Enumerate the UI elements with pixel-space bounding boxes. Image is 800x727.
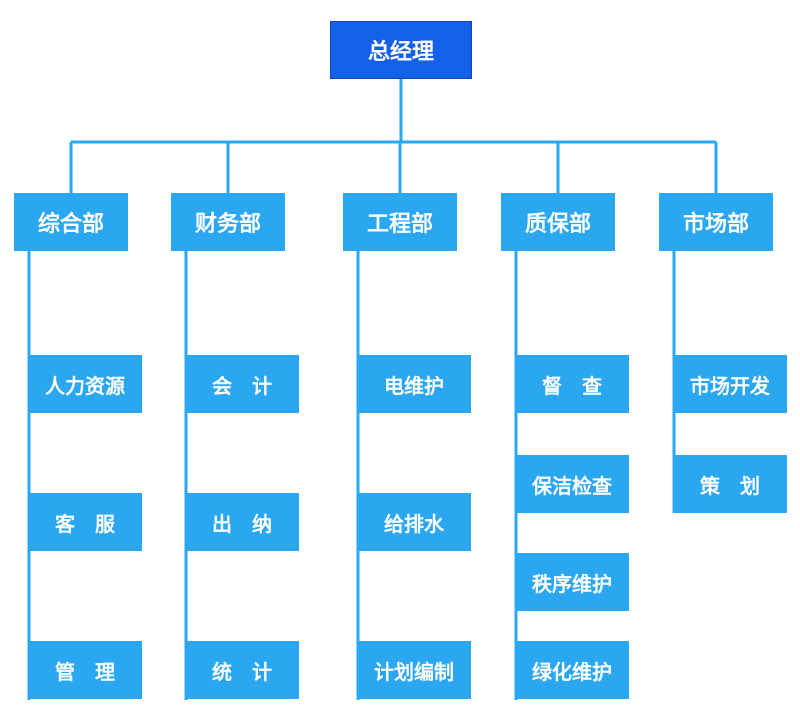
node-label: 出 纳 <box>212 511 272 536</box>
node-planning: 计划编制 <box>357 641 471 699</box>
node-label: 保洁检查 <box>532 473 612 498</box>
node-label: 电维护 <box>384 373 444 398</box>
dept-finance: 财务部 <box>171 193 285 251</box>
node-human-resources: 人力资源 <box>28 355 142 413</box>
node-label: 管 理 <box>55 659 115 684</box>
dept-general-affairs: 综合部 <box>14 193 128 251</box>
node-accounting: 会 计 <box>185 355 299 413</box>
node-cashier: 出 纳 <box>185 493 299 551</box>
dept-label: 财务部 <box>194 212 261 237</box>
node-statistics: 统 计 <box>185 641 299 699</box>
dept-engineering: 工程部 <box>343 193 457 251</box>
node-order-maintenance: 秩序维护 <box>515 553 629 611</box>
node-market-development: 市场开发 <box>673 355 787 413</box>
dept-quality: 质保部 <box>501 193 615 251</box>
node-label: 给排水 <box>384 511 444 536</box>
node-cleaning-inspection: 保洁检查 <box>515 455 629 513</box>
node-planning-strategy: 策 划 <box>673 455 787 513</box>
node-label: 计划编制 <box>374 659 454 684</box>
node-label: 总经理 <box>367 40 434 65</box>
node-electrical-maintenance: 电维护 <box>357 355 471 413</box>
node-label: 绿化维护 <box>532 659 612 684</box>
dept-label: 工程部 <box>366 212 433 237</box>
node-supervision: 督 查 <box>515 355 629 413</box>
node-customer-service: 客 服 <box>28 493 142 551</box>
dept-label: 质保部 <box>524 212 591 237</box>
node-label: 统 计 <box>212 659 272 684</box>
node-label: 人力资源 <box>45 373 125 398</box>
node-greening-maintenance: 绿化维护 <box>515 641 629 699</box>
node-general-manager: 总经理 <box>330 21 472 79</box>
node-water-supply-drainage: 给排水 <box>357 493 471 551</box>
node-label: 督 查 <box>542 373 602 398</box>
dept-label: 综合部 <box>37 212 104 237</box>
node-label: 市场开发 <box>690 373 770 398</box>
dept-marketing: 市场部 <box>659 193 773 251</box>
node-label: 策 划 <box>700 473 760 498</box>
dept-label: 市场部 <box>682 212 749 237</box>
node-management: 管 理 <box>28 641 142 699</box>
node-label: 秩序维护 <box>532 571 612 596</box>
node-label: 客 服 <box>55 511 115 536</box>
node-label: 会 计 <box>212 373 272 398</box>
